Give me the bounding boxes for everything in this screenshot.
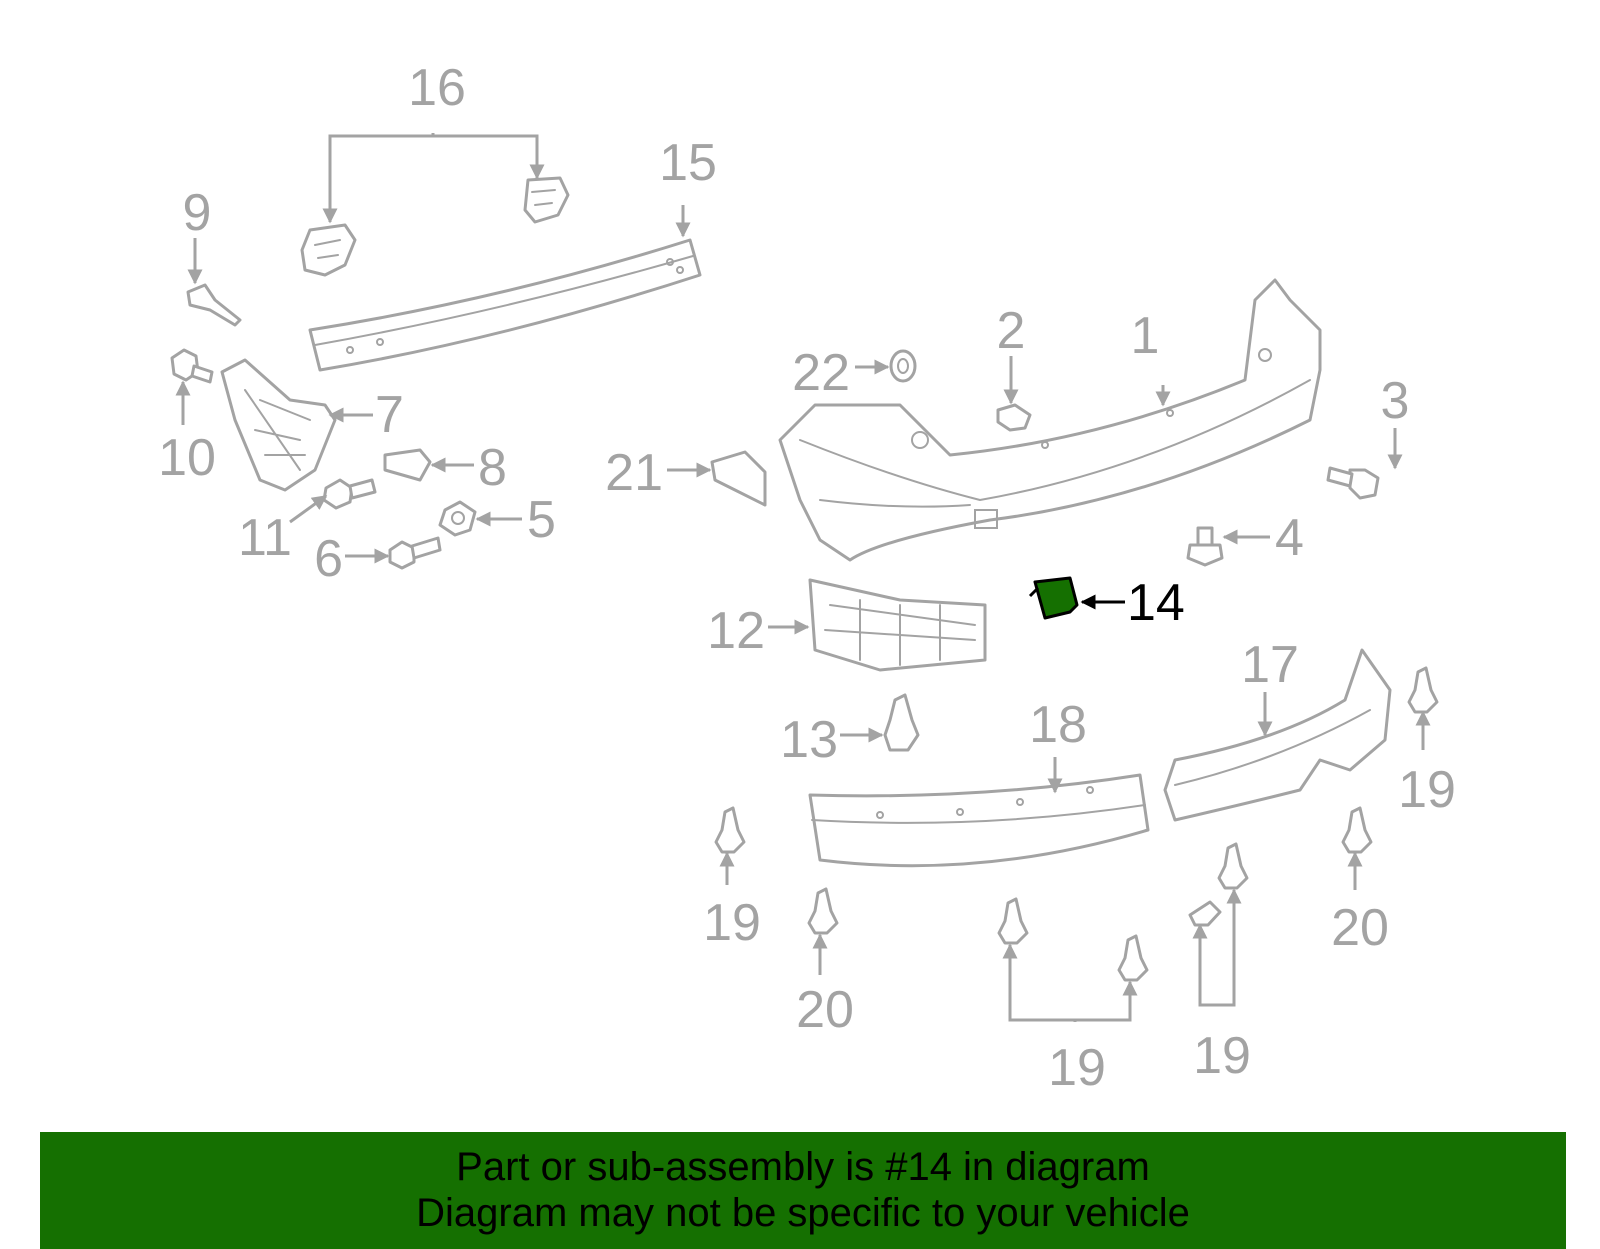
part-12-bracket (808, 578, 987, 672)
clip-19-d (1217, 842, 1249, 890)
callout-3: 3 (1381, 372, 1410, 430)
callout-12: 12 (707, 602, 765, 660)
callout-20-a: 20 (796, 981, 854, 1039)
callout-15: 15 (659, 134, 717, 192)
callout-16: 16 (408, 59, 466, 117)
part-7-side-bracket (220, 358, 337, 492)
callout-17: 17 (1241, 636, 1299, 694)
callout-13: 13 (780, 711, 838, 769)
part-15-reinforcement (308, 238, 702, 372)
part-5-nut (438, 500, 477, 537)
part-1-bumper-cover (778, 278, 1322, 562)
callout-14: 14 (1127, 574, 1185, 632)
clip-20-b (1341, 806, 1373, 854)
part-21-spacer (710, 450, 767, 507)
clip-19-f (1407, 666, 1439, 714)
part-22-grommet (889, 349, 917, 383)
callout-2: 2 (997, 302, 1026, 360)
callout-21: 21 (605, 444, 663, 502)
callout-19-c: 19 (1193, 1027, 1251, 1085)
clip-19-b (997, 897, 1029, 945)
part-9-clip (186, 283, 242, 327)
part-4-bolt (1186, 526, 1224, 567)
clip-19-c (1117, 934, 1149, 982)
part-16-brackets (300, 176, 570, 277)
callout-6: 6 (314, 530, 343, 588)
callout-22: 22 (792, 344, 850, 402)
clip-19-a (714, 806, 746, 854)
callout-5: 5 (527, 491, 556, 549)
callout-8: 8 (478, 439, 507, 497)
callout-19-d: 19 (1398, 761, 1456, 819)
callout-7: 7 (375, 386, 404, 444)
part-3-bolt (1326, 466, 1380, 500)
banner-disclaimer-text: Diagram may not be specific to your vehi… (416, 1191, 1190, 1235)
callout-1: 1 (1131, 307, 1160, 365)
callout-4: 4 (1275, 509, 1304, 567)
part-13-clip (883, 693, 920, 752)
part-10-bolt (170, 348, 214, 384)
clip-20-a (807, 887, 839, 935)
part-17-side-panel (1163, 648, 1392, 822)
callout-20-b: 20 (1331, 899, 1389, 957)
part-11-bolt (322, 478, 377, 510)
part-14-cover (1028, 576, 1079, 620)
callout-9: 9 (183, 184, 212, 242)
callout-19-a: 19 (703, 894, 761, 952)
part-6-bolt (388, 536, 442, 570)
banner-part-text: Part or sub-assembly is #14 in diagram (456, 1145, 1150, 1189)
clip-19-e (1188, 900, 1222, 927)
callout-10: 10 (158, 429, 216, 487)
callout-19-b: 19 (1048, 1039, 1106, 1097)
callout-18: 18 (1029, 696, 1087, 754)
callout-11: 11 (238, 509, 292, 567)
part-8-clip (383, 448, 432, 482)
part-2-clip (996, 403, 1032, 432)
leader-lines (175, 133, 1431, 1022)
info-banner: Part or sub-assembly is #14 in diagram D… (40, 1132, 1566, 1249)
part-18-lower-panel (808, 773, 1150, 868)
